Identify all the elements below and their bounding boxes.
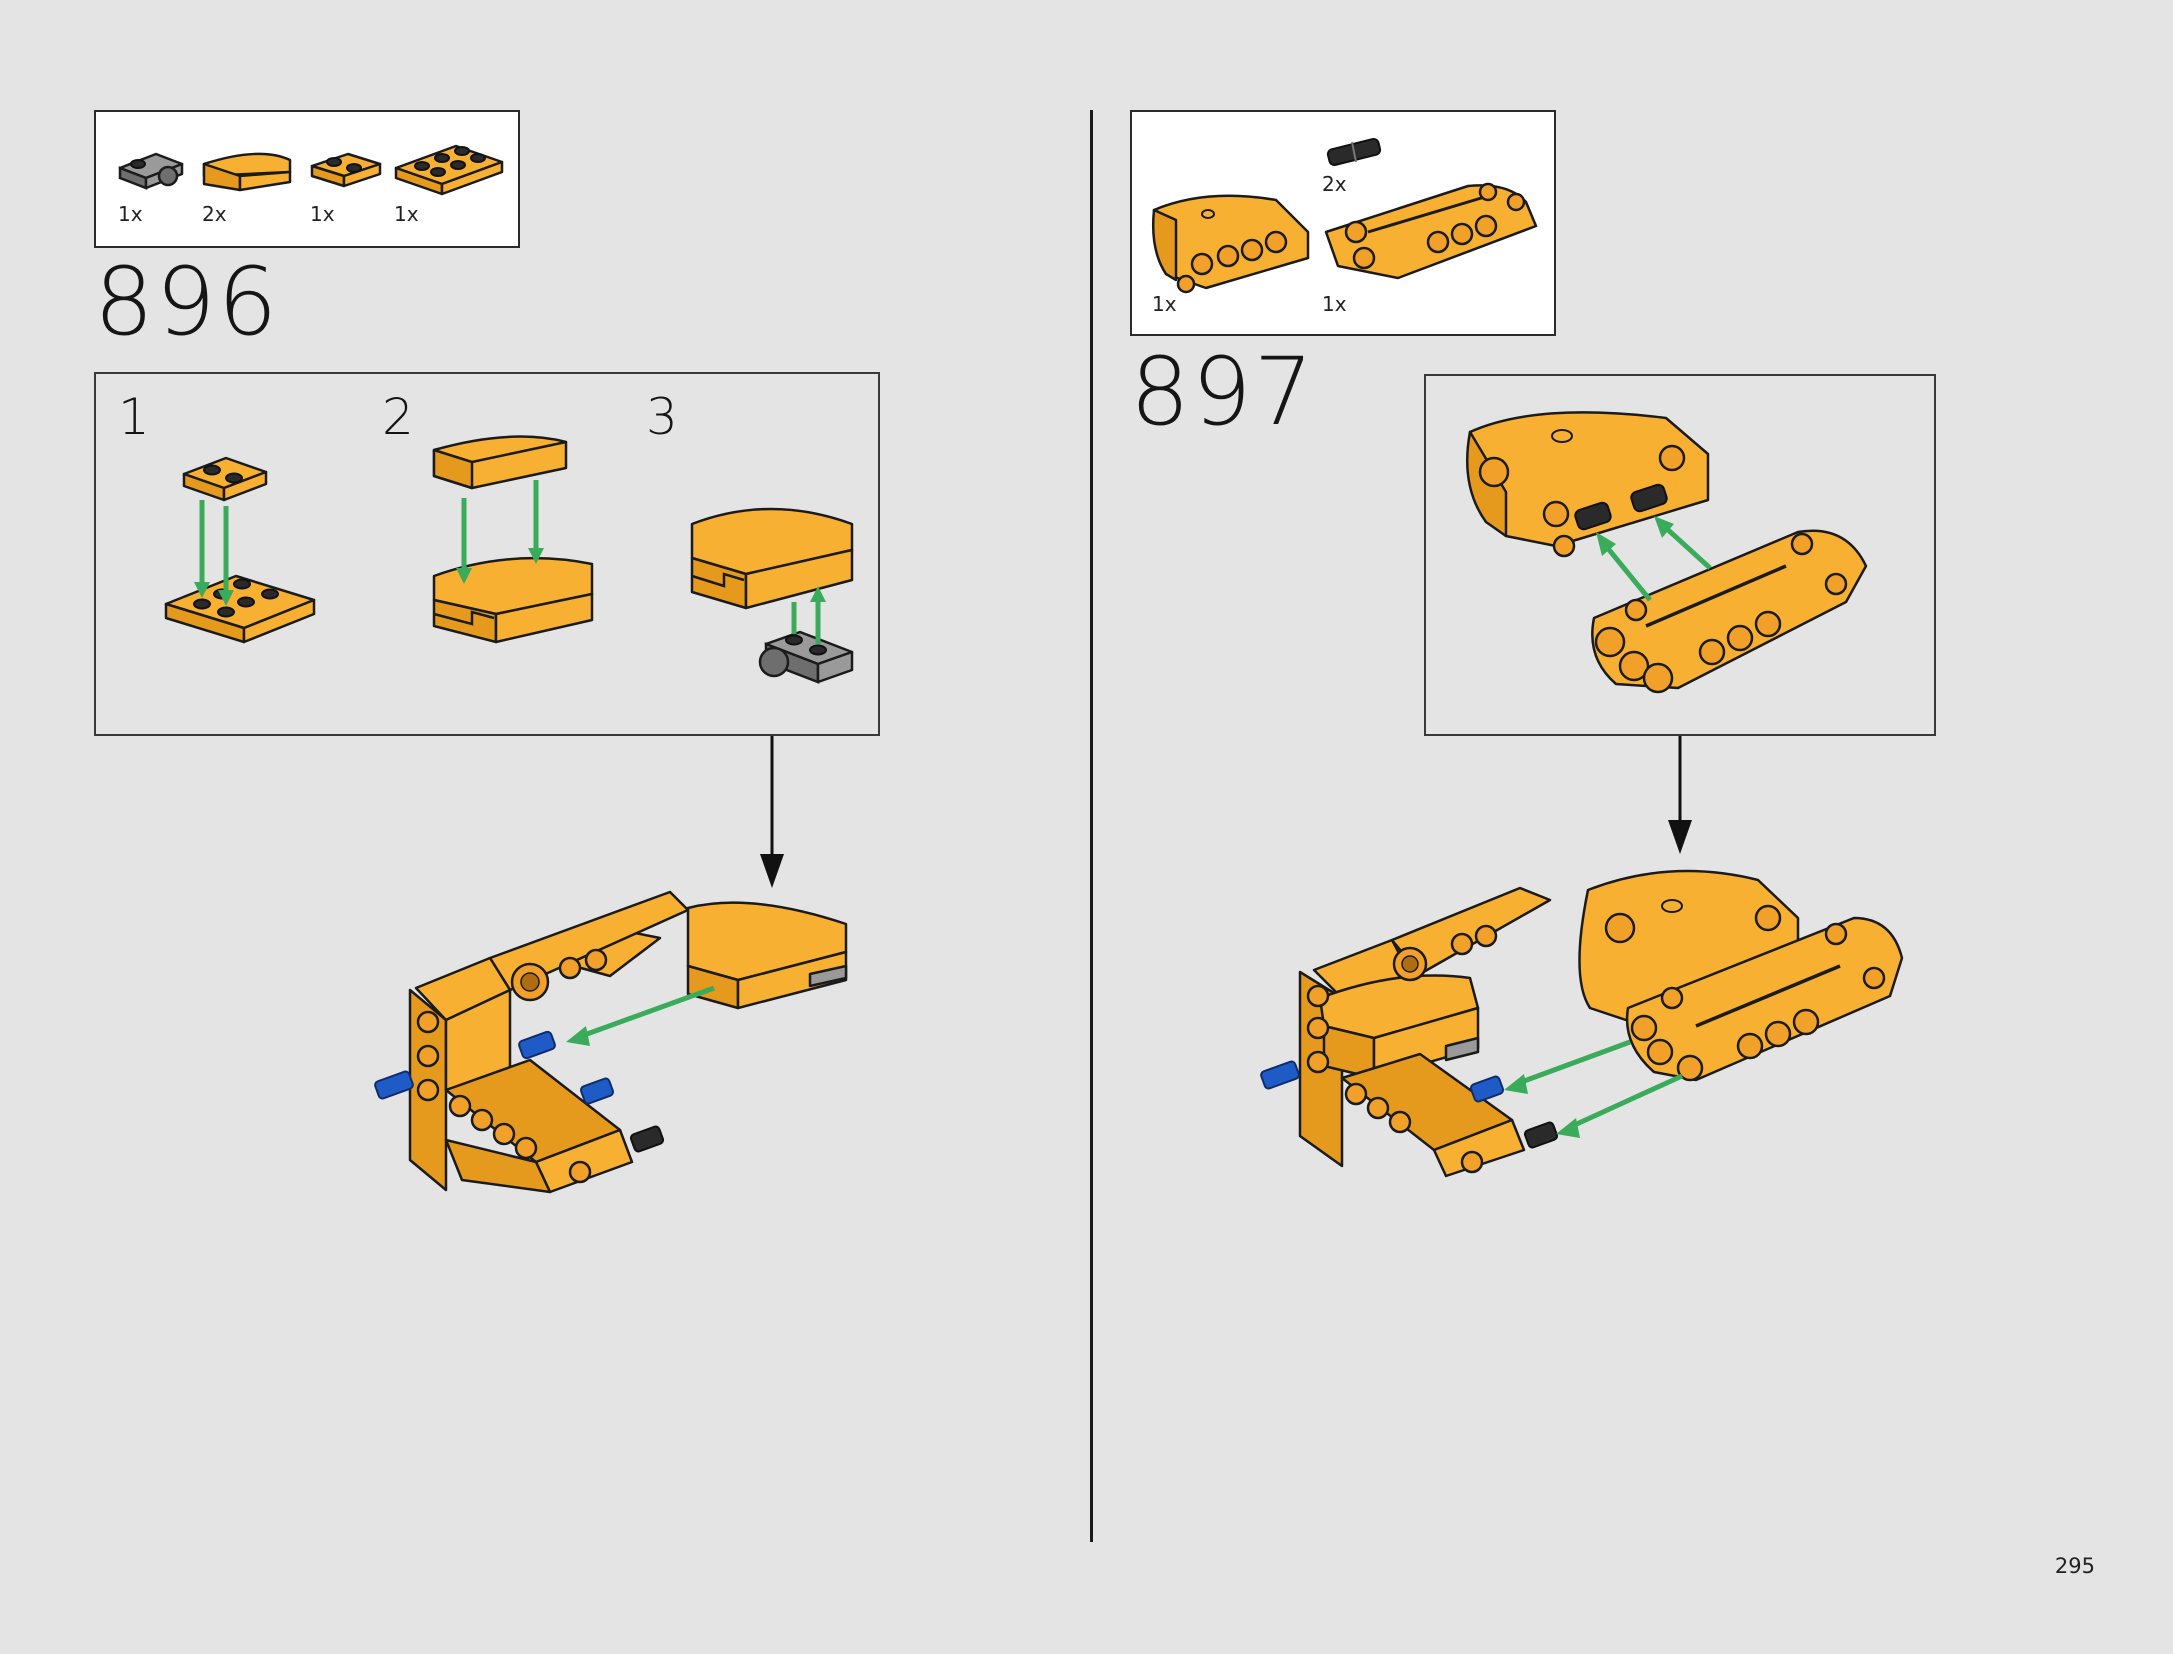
connector-arrow-897 xyxy=(1668,736,1692,854)
step-number-896: 896 xyxy=(94,248,280,357)
substep-2-illustration xyxy=(432,435,594,644)
substep-number: 1 xyxy=(118,388,150,446)
page-number: 295 xyxy=(2054,1554,2095,1578)
substep-897-illustration xyxy=(1465,411,1868,694)
part-qty: 1x xyxy=(118,202,143,226)
part-qty: 1x xyxy=(1322,292,1347,316)
parts-list-897: 2x 1x 1x xyxy=(1130,110,1556,336)
orange-plate-1x2-icon xyxy=(310,152,382,188)
part-qty: 2x xyxy=(1322,172,1347,196)
substep-1-illustration xyxy=(164,456,316,644)
assembly-897-illustration xyxy=(1260,869,1904,1178)
orange-panel-right-icon xyxy=(1324,182,1538,280)
part-qty: 1x xyxy=(394,202,419,226)
page-divider xyxy=(1090,110,1093,1542)
substep-3-illustration xyxy=(690,507,854,684)
substep-panel-896: 1 2 3 xyxy=(94,372,880,736)
substep-panel-897 xyxy=(1424,374,1936,736)
orange-curved-slope-icon xyxy=(202,152,292,192)
orange-panel-left-icon xyxy=(1151,194,1310,294)
gray-plate-icon xyxy=(118,152,184,190)
substep-number: 2 xyxy=(382,388,414,446)
part-qty: 2x xyxy=(202,202,227,226)
step-number-897: 897 xyxy=(1130,338,1316,447)
parts-list-896: 1x 2x 1x 1x xyxy=(94,110,520,248)
orange-plate-2x3-icon xyxy=(394,144,504,196)
substep-number: 3 xyxy=(646,388,678,446)
assembly-896-illustration xyxy=(374,890,848,1194)
part-qty: 1x xyxy=(310,202,335,226)
connector-arrow-896 xyxy=(760,736,784,888)
part-qty: 1x xyxy=(1152,292,1177,316)
black-axle-pin-icon xyxy=(1326,138,1382,166)
